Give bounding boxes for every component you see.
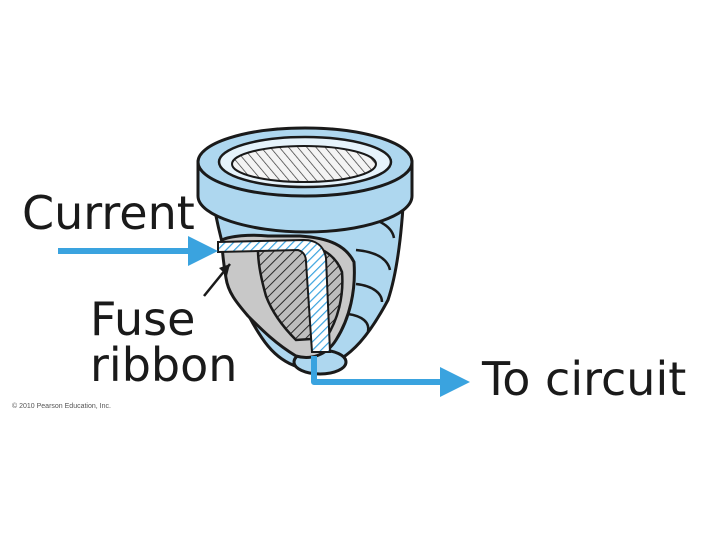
current-label: Current bbox=[22, 186, 195, 240]
to-circuit-label: To circuit bbox=[482, 352, 687, 406]
fuse-window bbox=[231, 145, 377, 183]
copyright-notice: © 2010 Pearson Education, Inc. bbox=[12, 403, 111, 410]
fuse-ribbon-label: Fuse ribbon bbox=[90, 296, 237, 388]
circuit-arrow bbox=[311, 356, 470, 397]
fuse-ribbon bbox=[217, 238, 332, 353]
fuse-label-line2: ribbon bbox=[90, 338, 238, 392]
pointer-arrowhead bbox=[219, 264, 230, 276]
fuse-label-line1: Fuse bbox=[90, 292, 196, 346]
